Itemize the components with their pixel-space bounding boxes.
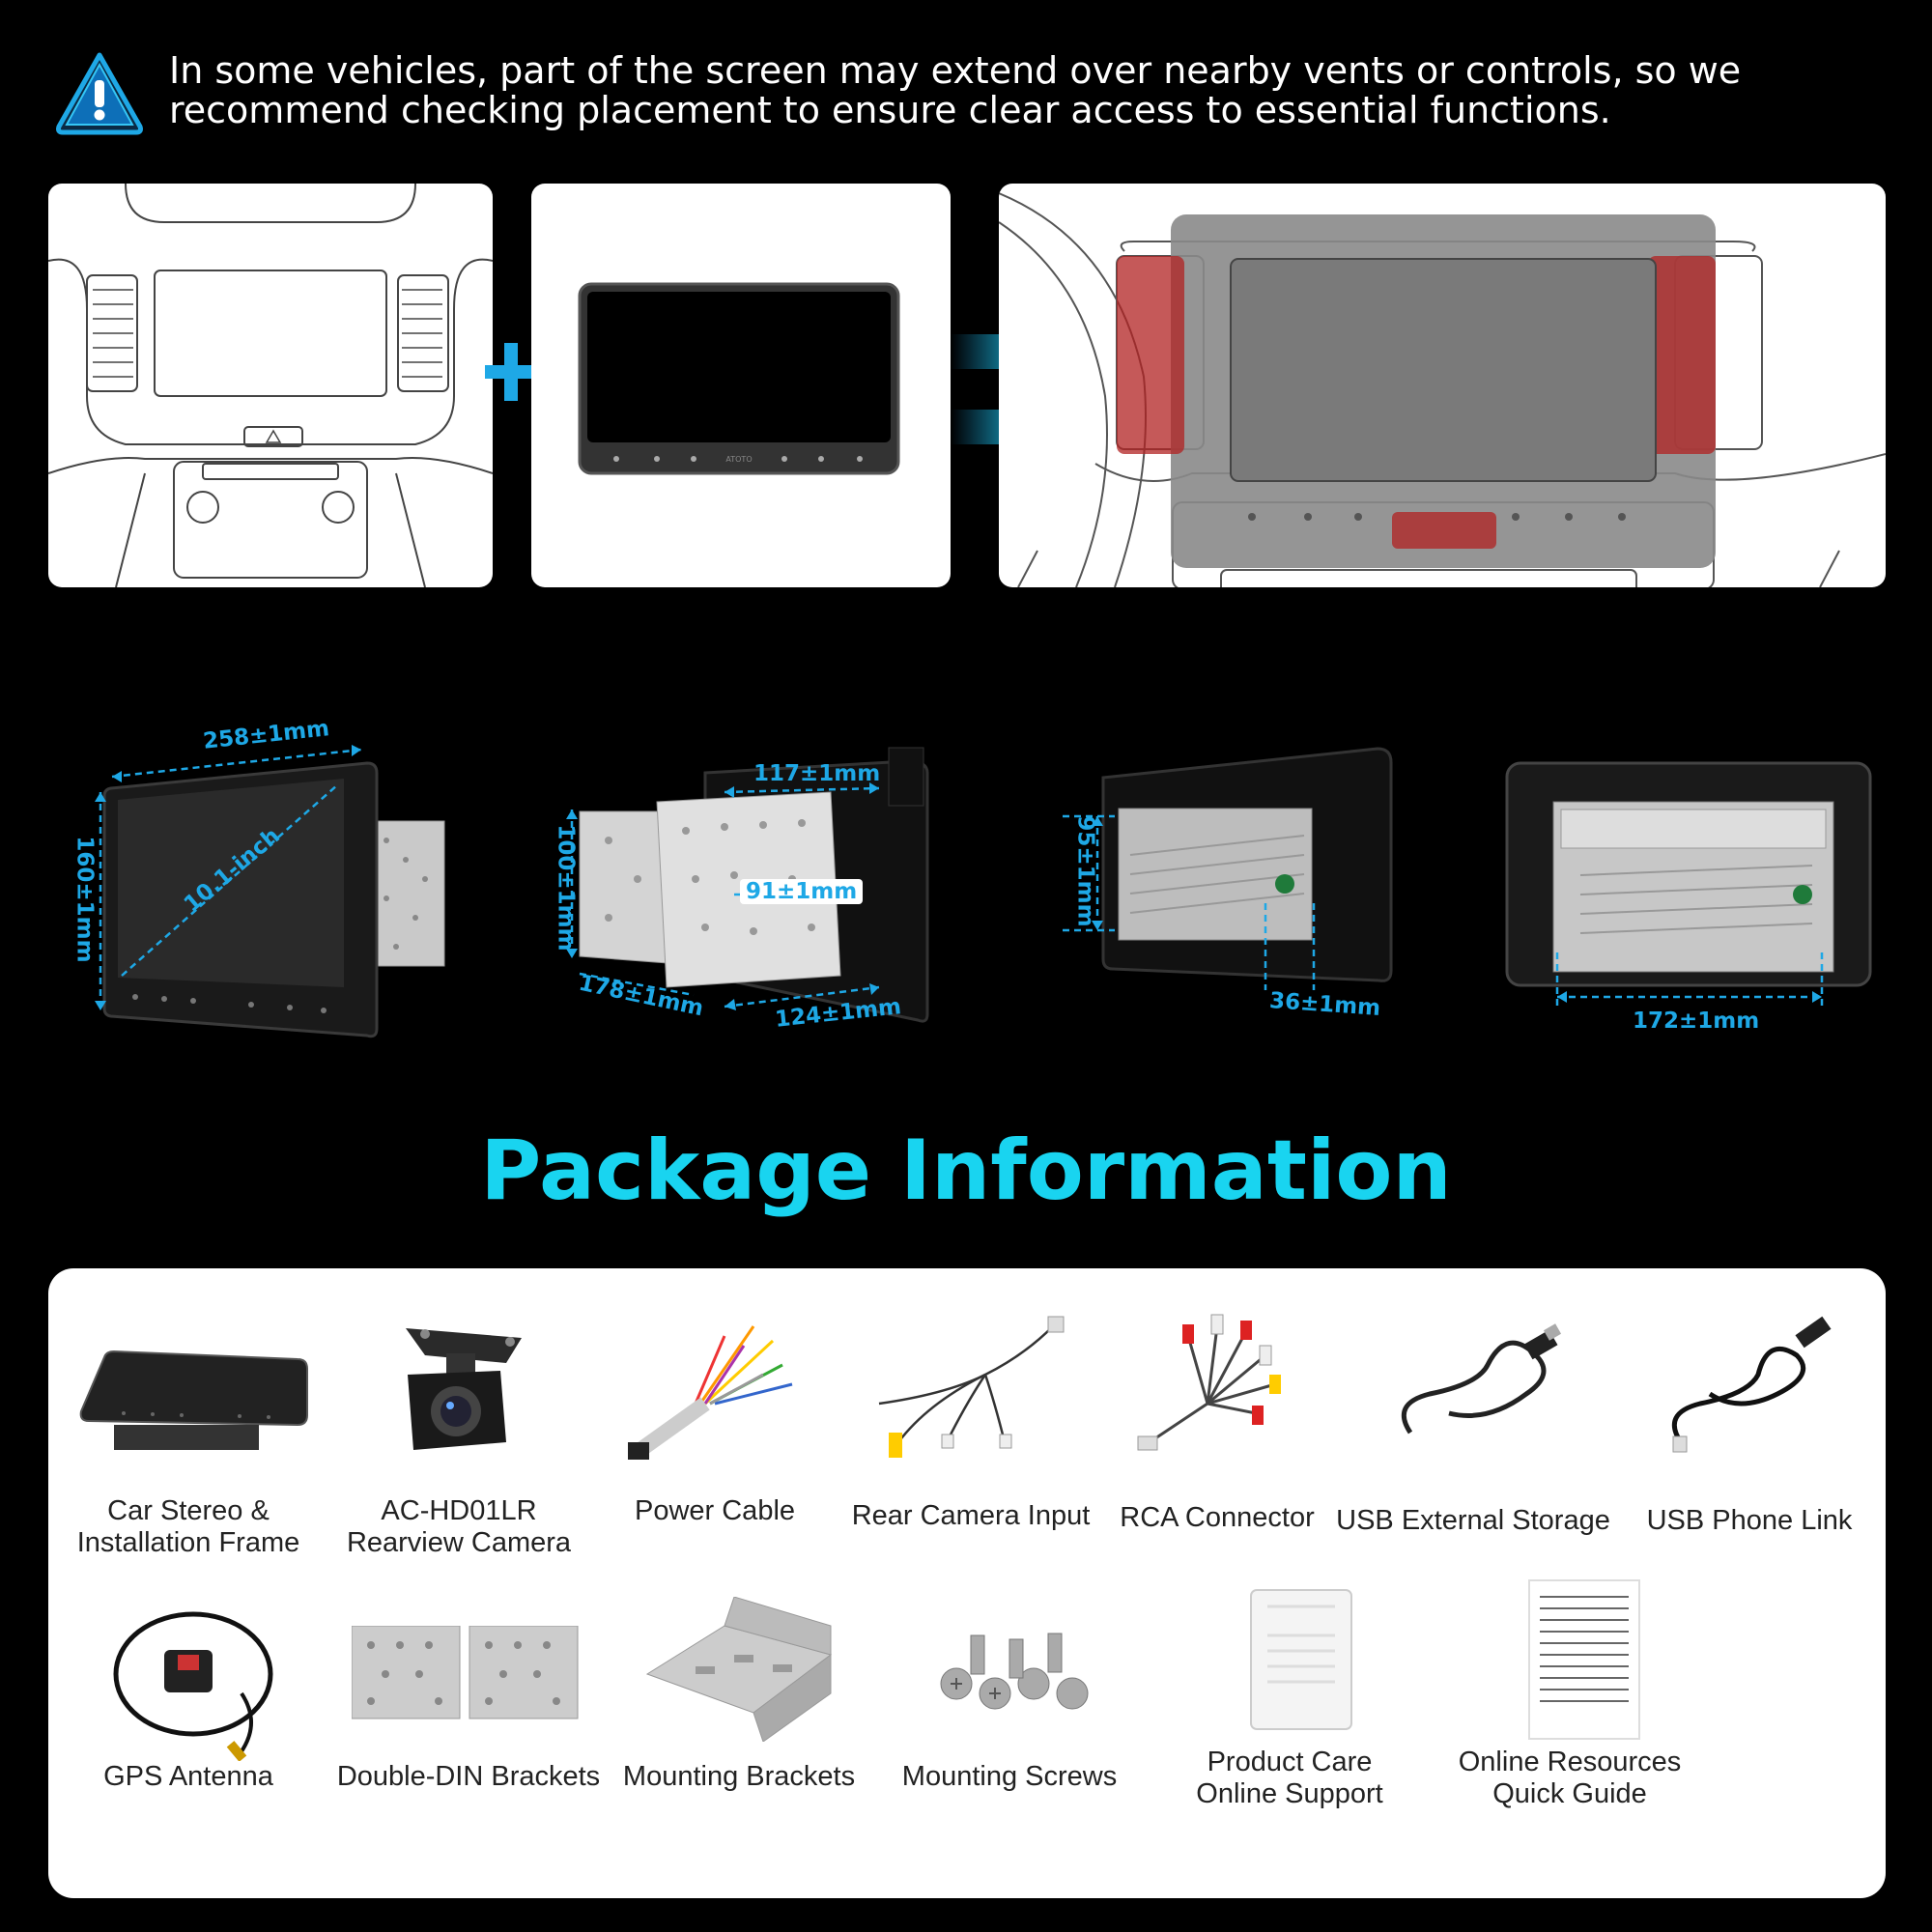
warning-text: In some vehicles, part of the screen may…: [169, 49, 1742, 131]
mounting-brackets-image: [645, 1597, 833, 1742]
package-item-double-din-brackets: Double-DIN Brackets: [328, 1587, 609, 1898]
dimension-rear-angle-view: 95±1mm 36±1mm: [1034, 739, 1401, 1029]
item-label-line1: RCA Connector: [1120, 1502, 1315, 1533]
bracket-height-label: 100±1mm: [553, 824, 579, 952]
item-label-line1: Mounting Screws: [901, 1761, 1118, 1792]
dimension-front-view: 258±1mm 160±1mm 10.1-inch: [58, 715, 464, 1043]
dimension-side-view: 117±1mm 100±1mm 91±1mm 178±1mm 124±1mm: [522, 734, 966, 1043]
installed-result-panel: [999, 184, 1886, 587]
inner-width-label: 91±1mm: [740, 879, 864, 904]
power-cable-image: [628, 1325, 793, 1460]
stereo-panel: ATOTO: [531, 184, 951, 587]
item-label-line1: AC-HD01LR: [381, 1495, 537, 1526]
package-title: Package Information: [480, 1122, 1452, 1219]
item-label-line1: USB Phone Link: [1646, 1505, 1853, 1536]
usb-storage-image: [1401, 1323, 1562, 1435]
package-item-rearview-camera: AC-HD01LR Rearview Camera: [328, 1268, 589, 1587]
item-label-line2: Quick Guide: [1492, 1778, 1647, 1809]
package-item-product-care: Product Care Online Support: [1150, 1587, 1430, 1898]
package-item-rear-camera-input: Rear Camera Input: [840, 1268, 1101, 1587]
stereo-brand: ATOTO: [725, 455, 752, 464]
package-item-gps-antenna: GPS Antenna: [48, 1587, 328, 1898]
item-label-line1: Rear Camera Input: [851, 1500, 1091, 1531]
chassis-width-label: 172±1mm: [1633, 1009, 1760, 1034]
package-item-quick-guide: Online Resources Quick Guide: [1430, 1579, 1710, 1898]
warning-banner: In some vehicles, part of the screen may…: [53, 43, 1889, 140]
item-label-line1: Double-DIN Brackets: [336, 1761, 601, 1792]
quick-guide-image: [1528, 1579, 1640, 1740]
package-item-usb-phone-link: USB Phone Link: [1613, 1268, 1886, 1587]
item-label-line1: GPS Antenna: [103, 1761, 273, 1792]
rca-connector-image: [1137, 1314, 1281, 1451]
item-label-line2: Rearview Camera: [346, 1527, 572, 1558]
gps-antenna-image: [113, 1611, 273, 1761]
plus-icon: [485, 343, 537, 401]
bracket-width-label: 117±1mm: [753, 761, 881, 786]
item-label-line1: Product Care: [1207, 1747, 1373, 1777]
camera-image: [406, 1328, 522, 1450]
product-care-card-image: [1250, 1589, 1352, 1730]
usb-phone-link-image: [1671, 1316, 1832, 1453]
package-item-mounting-screws: Mounting Screws: [869, 1587, 1150, 1898]
warning-icon: [56, 52, 143, 135]
dashboard-before-panel: [48, 184, 493, 587]
package-item-rca-connector: RCA Connector: [1101, 1268, 1333, 1587]
item-label-line1: Mounting Brackets: [622, 1761, 856, 1792]
rear-camera-input-image: [878, 1316, 1065, 1458]
item-label-line1: Online Resources: [1458, 1747, 1682, 1777]
car-stereo-image: [79, 1350, 308, 1450]
chassis-height-label: 95±1mm: [1072, 815, 1098, 927]
package-item-car-stereo: Car Stereo & Installation Frame: [48, 1268, 328, 1587]
double-din-brackets-image: [352, 1626, 579, 1719]
item-label-line2: Installation Frame: [76, 1527, 300, 1558]
package-panel: Car Stereo & Installation Frame AC-HD01L…: [48, 1268, 1886, 1898]
package-item-power-cable: Power Cable: [589, 1268, 840, 1587]
package-item-usb-storage: USB External Storage: [1333, 1268, 1613, 1587]
height-label: 160±1mm: [71, 836, 98, 963]
item-label-line1: Power Cable: [634, 1495, 796, 1526]
dimension-rear-view: 172±1mm: [1503, 759, 1880, 1049]
item-label-line1: Car Stereo &: [107, 1495, 270, 1526]
item-label-line2: Online Support: [1196, 1778, 1383, 1809]
package-item-mounting-brackets: Mounting Brackets: [609, 1587, 869, 1898]
item-label-line1: USB External Storage: [1336, 1505, 1610, 1536]
mounting-screws-image: [940, 1633, 1089, 1710]
